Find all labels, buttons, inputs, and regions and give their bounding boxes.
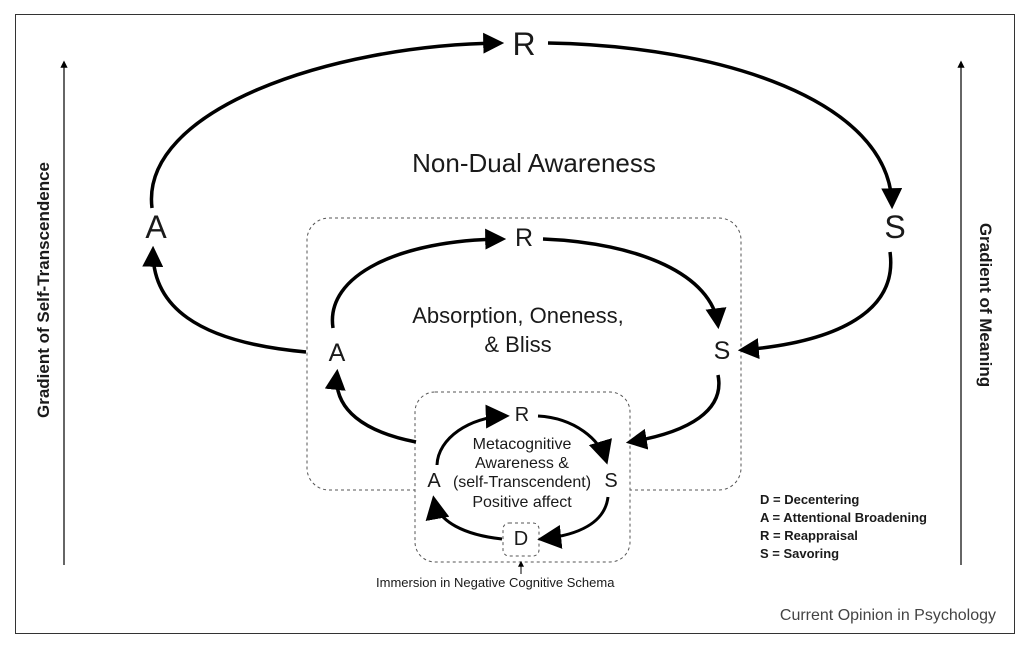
metacognitive-line3: (self-Transcendent) — [452, 474, 592, 492]
middle-arrow-a-to-r — [330, 228, 507, 329]
legend-item-decentering: D = Decentering — [760, 492, 860, 507]
middle-a-letter: A — [328, 339, 346, 367]
metacognitive-line1: Metacognitive — [472, 436, 572, 453]
left-axis-label: Gradient of Self-Transcendence — [34, 161, 53, 419]
absorption-label-line2: & Bliss — [484, 331, 552, 357]
outer-r-letter: R — [512, 26, 536, 62]
outer-arrow-s-to-middle-s — [737, 251, 893, 360]
inner-d-letter: D — [513, 528, 529, 550]
inner-arrow-a-to-r — [435, 404, 510, 466]
outer-a-letter: A — [145, 209, 167, 245]
middle-r-letter: R — [514, 224, 534, 252]
inner-arrow-s-to-d — [537, 496, 610, 549]
outer-arrow-a-to-r — [149, 32, 505, 209]
middle-s-letter: S — [713, 337, 731, 365]
middle-arrow-inner-a-to-a — [324, 368, 417, 444]
legend-item-reappraisal: R = Reappraisal — [760, 528, 858, 543]
footer-source: Current Opinion in Psychology — [779, 607, 996, 624]
outer-arrow-r-to-s — [547, 41, 903, 210]
legend-item-attentional-broadening: A = Attentional Broadening — [760, 510, 927, 525]
inner-s-letter: S — [604, 470, 618, 492]
middle-arrow-s-to-inner-s — [625, 374, 721, 450]
metacognitive-label: Metacognitive Awareness & (self-Transcen… — [453, 435, 591, 512]
middle-arrow-r-to-s — [542, 237, 727, 330]
inner-arrow-d-to-a — [425, 495, 503, 541]
immersion-label: Immersion in Negative Cognitive Schema — [376, 575, 615, 590]
middle-dashed-box — [306, 217, 742, 491]
inner-r-letter: R — [514, 404, 530, 426]
right-axis-label: Gradient of Meaning — [976, 222, 995, 388]
outer-s-letter: S — [884, 209, 906, 245]
inner-dashed-box — [414, 391, 631, 563]
outer-arrow-middle-a-to-a — [142, 245, 307, 354]
legend-item-savoring: S = Savoring — [760, 546, 840, 561]
figure-frame — [15, 14, 1015, 634]
inner-arrow-r-to-s — [537, 414, 612, 465]
non-dual-awareness-label: Non-Dual Awareness — [412, 148, 656, 178]
absorption-label-line1: Absorption, Oneness, — [412, 303, 624, 328]
metacognitive-line4: Positive affect — [472, 493, 572, 511]
legend: D = Decentering A = Attentional Broadeni… — [760, 491, 927, 563]
absorption-label: Absorption, Oneness, & Bliss — [412, 302, 624, 359]
inner-a-letter: A — [427, 470, 441, 492]
metacognitive-line2: Awareness & — [475, 455, 569, 473]
